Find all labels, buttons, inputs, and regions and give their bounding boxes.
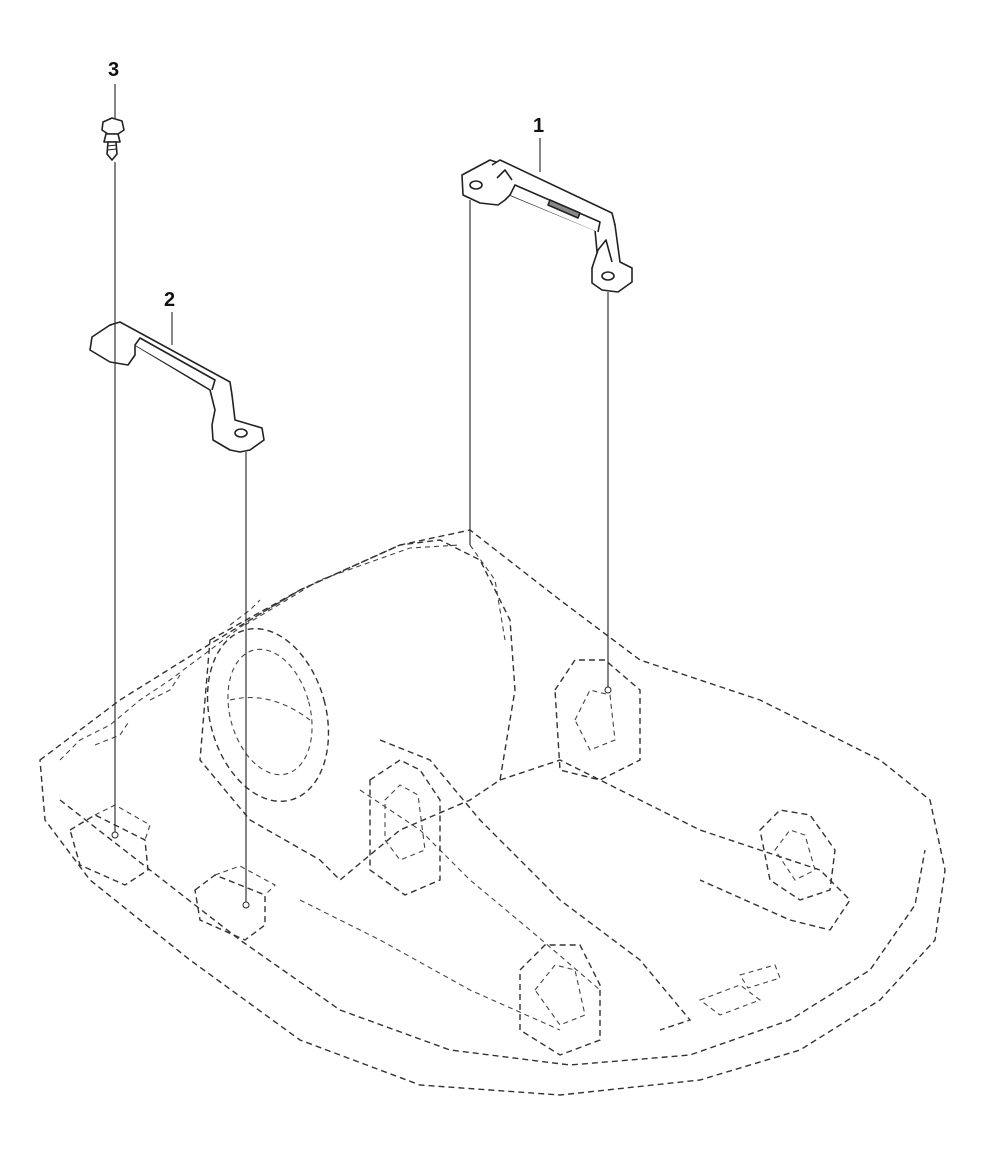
callout-label-3: 3 [108, 59, 120, 81]
assembly-lines [111, 84, 612, 909]
callout-label-1: 1 [533, 115, 545, 137]
screw-part-3 [101, 117, 125, 161]
chassis-base-outline [39, 529, 946, 1096]
callout-label-2: 2 [164, 289, 176, 311]
handle-part-2 [89, 321, 265, 453]
handle-part-1 [461, 159, 633, 293]
